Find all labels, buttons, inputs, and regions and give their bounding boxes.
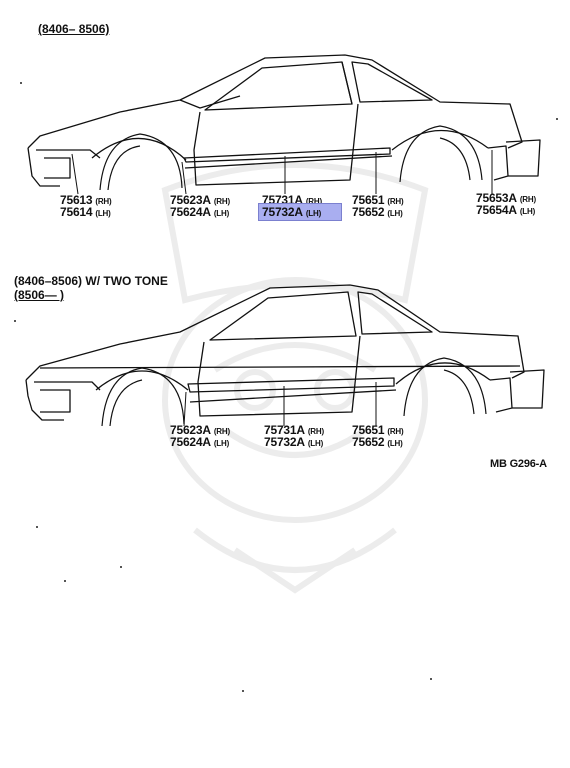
- scan-speck: [556, 118, 558, 120]
- part-label-75652-2: 75652(LH): [352, 435, 403, 449]
- part-label-75653A: 75653A(RH): [476, 191, 536, 205]
- part-label-75654A: 75654A(LH): [476, 203, 536, 217]
- part-label-75614: 75614(LH): [60, 205, 111, 219]
- part-label-75624A: 75624A(LH): [170, 205, 230, 219]
- scan-speck: [242, 690, 244, 692]
- highlight-box: [258, 203, 342, 221]
- diagram1-header: (8406– 8506): [38, 22, 110, 36]
- part-label-75651-2: 75651(RH): [352, 423, 404, 437]
- car-side-view-2: [25, 284, 545, 427]
- scan-speck: [64, 580, 66, 582]
- part-label-75623A-2: 75623A(RH): [170, 423, 230, 437]
- car-side-view-1: [27, 54, 541, 195]
- part-label-75623A: 75623A(RH): [170, 193, 230, 207]
- part-label-75652: 75652(LH): [352, 205, 403, 219]
- part-label-75624A-2: 75624A(LH): [170, 435, 230, 449]
- part-label-75732A-highlighted[interactable]: 75732A(LH): [262, 205, 322, 219]
- part-label-75613: 75613(RH): [60, 193, 112, 207]
- diagram2-header-line2: (8506— ): [14, 288, 65, 302]
- diagram2-header-line1: (8406–8506) W/ TWO TONE: [14, 274, 168, 288]
- scan-speck: [14, 320, 16, 322]
- scan-speck: [20, 82, 22, 84]
- scan-speck: [36, 526, 38, 528]
- scan-speck: [120, 566, 122, 568]
- part-label-75732A-2: 75732A(LH): [264, 435, 324, 449]
- part-label-75651: 75651(RH): [352, 193, 404, 207]
- figure-code: MB G296-A: [490, 458, 547, 470]
- watermark-crest: [161, 162, 429, 594]
- scan-speck: [430, 678, 432, 680]
- part-label-75731A-2: 75731A(RH): [264, 423, 324, 437]
